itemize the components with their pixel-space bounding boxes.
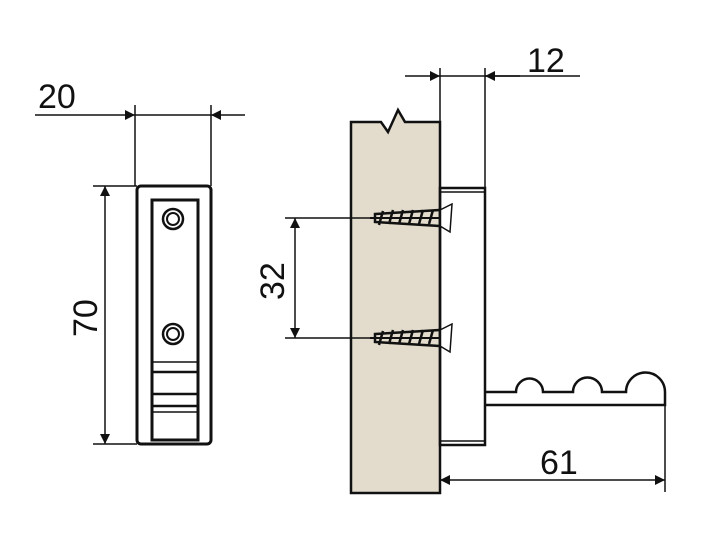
height-label: 70 bbox=[67, 299, 105, 337]
wood-panel bbox=[349, 107, 442, 495]
screw-spacing-label: 32 bbox=[254, 262, 292, 300]
width-label: 20 bbox=[38, 78, 76, 116]
screw-spacing-dimension bbox=[285, 217, 372, 339]
screw-bottom bbox=[370, 322, 453, 354]
screw-top bbox=[370, 202, 453, 234]
width-dimension bbox=[35, 105, 245, 186]
projection-dimension bbox=[440, 405, 666, 492]
front-view bbox=[135, 184, 213, 446]
depth-label: 12 bbox=[527, 42, 565, 80]
height-dimension bbox=[93, 185, 137, 445]
latch-arm bbox=[485, 371, 667, 407]
catch-body-side bbox=[438, 186, 667, 447]
depth-dimension bbox=[405, 68, 580, 188]
projection-label: 61 bbox=[540, 444, 578, 482]
